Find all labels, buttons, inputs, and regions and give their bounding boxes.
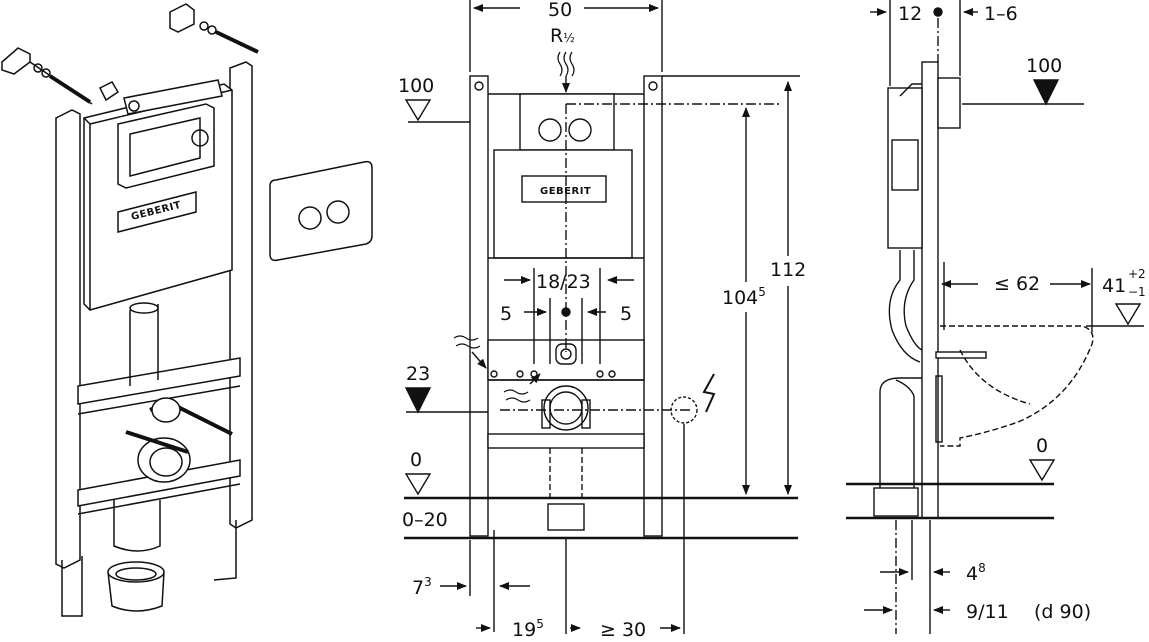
dim-18-23: 18/23 bbox=[536, 271, 591, 293]
dim-19: 195 bbox=[512, 617, 544, 638]
front-view bbox=[404, 0, 800, 634]
wall-bracket-left-icon bbox=[1, 47, 93, 105]
pipe-diameter: (d 90) bbox=[1034, 601, 1091, 623]
front-view-labels: 50 R½ 100 112 1045 18/23 5 5 23 0 0–20 7… bbox=[398, 0, 806, 641]
dim-5-left: 5 bbox=[500, 303, 512, 325]
dim-9-11: 9/11 bbox=[966, 601, 1009, 623]
frame-isometric bbox=[55, 61, 253, 617]
geberit-logo-iso: GEBERIT bbox=[117, 191, 197, 233]
water-supply-icon bbox=[557, 51, 575, 77]
dim-max-62: ≤ 62 bbox=[994, 273, 1040, 295]
dim-41-tolerance-plus: +2 bbox=[1128, 267, 1146, 281]
side-view bbox=[846, 0, 1144, 634]
thread-label: R½ bbox=[550, 25, 575, 47]
dim-112: 112 bbox=[770, 259, 806, 281]
electric-connection-icon bbox=[670, 373, 716, 424]
dim-104: 1045 bbox=[722, 285, 766, 309]
dim-4: 48 bbox=[966, 561, 986, 585]
dim-min-30: ≥ 30 bbox=[600, 619, 646, 638]
frame-side bbox=[873, 61, 987, 519]
level-0-front: 0 bbox=[410, 449, 422, 471]
wc-bowl-outline bbox=[940, 325, 1094, 447]
dim-7: 73 bbox=[412, 575, 432, 599]
frame-front bbox=[469, 75, 663, 537]
dim-5-right: 5 bbox=[620, 303, 632, 325]
dim-1-6: 1–6 bbox=[984, 3, 1018, 25]
flush-plate-icon bbox=[269, 160, 373, 262]
level-100-side: 100 bbox=[1026, 55, 1062, 77]
side-view-labels: 12 1–6 100 ≤ 62 41 +2 −1 0 48 9/11 (d 90… bbox=[898, 3, 1146, 623]
dim-50: 50 bbox=[548, 0, 572, 21]
dim-41: 41 bbox=[1102, 275, 1126, 297]
level-100-front: 100 bbox=[398, 75, 434, 97]
level-23: 23 bbox=[406, 363, 430, 385]
level-0-side: 0 bbox=[1036, 435, 1048, 457]
range-0-20: 0–20 bbox=[402, 509, 448, 531]
dim-12: 12 bbox=[898, 3, 922, 25]
wall-bracket-right-icon bbox=[169, 3, 259, 54]
geberit-logo-front: GEBERIT bbox=[540, 186, 591, 197]
dim-41-tolerance-minus: −1 bbox=[1128, 285, 1146, 299]
isometric-view: GEBERIT bbox=[1, 3, 373, 617]
